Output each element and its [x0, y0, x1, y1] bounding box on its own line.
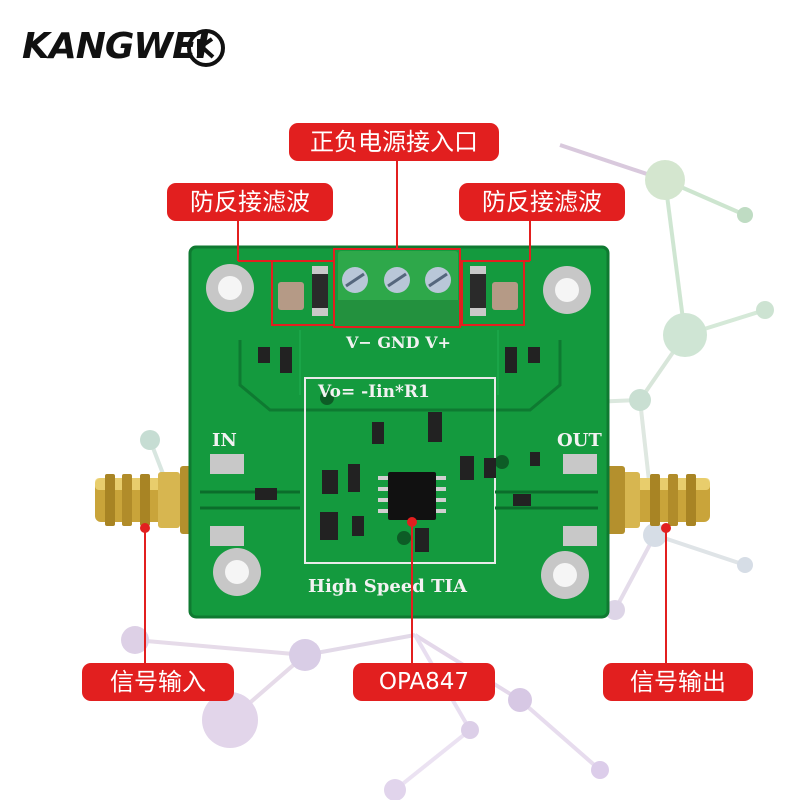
board-title: High Speed TIA: [308, 576, 468, 597]
terminal-block: [338, 251, 458, 325]
smd-parts: [255, 347, 540, 552]
callout-power-input: 正负电源接入口: [289, 123, 499, 161]
pcb-board: [188, 245, 610, 619]
mounting-holes: [206, 264, 591, 599]
formula-label: Vo= -Iin*R1: [317, 382, 430, 402]
brand-badge-icon: [187, 29, 225, 67]
in-label: IN: [212, 430, 237, 451]
callout-signal-in: 信号输入: [82, 663, 234, 701]
callout-chip: OPA847: [353, 663, 495, 701]
brand-logo: KANGWEI: [22, 26, 209, 67]
callout-filter-right: 防反接滤波: [459, 183, 625, 221]
background-nodes: [121, 160, 774, 800]
callout-signal-out: 信号输出: [603, 663, 753, 701]
filter-parts: [278, 266, 518, 316]
pointer-lines: [140, 161, 671, 663]
opa847-chip: [378, 472, 446, 520]
terminal-label: V− GND V+: [345, 333, 451, 352]
callout-filter-left: 防反接滤波: [167, 183, 333, 221]
out-label: OUT: [557, 430, 602, 451]
